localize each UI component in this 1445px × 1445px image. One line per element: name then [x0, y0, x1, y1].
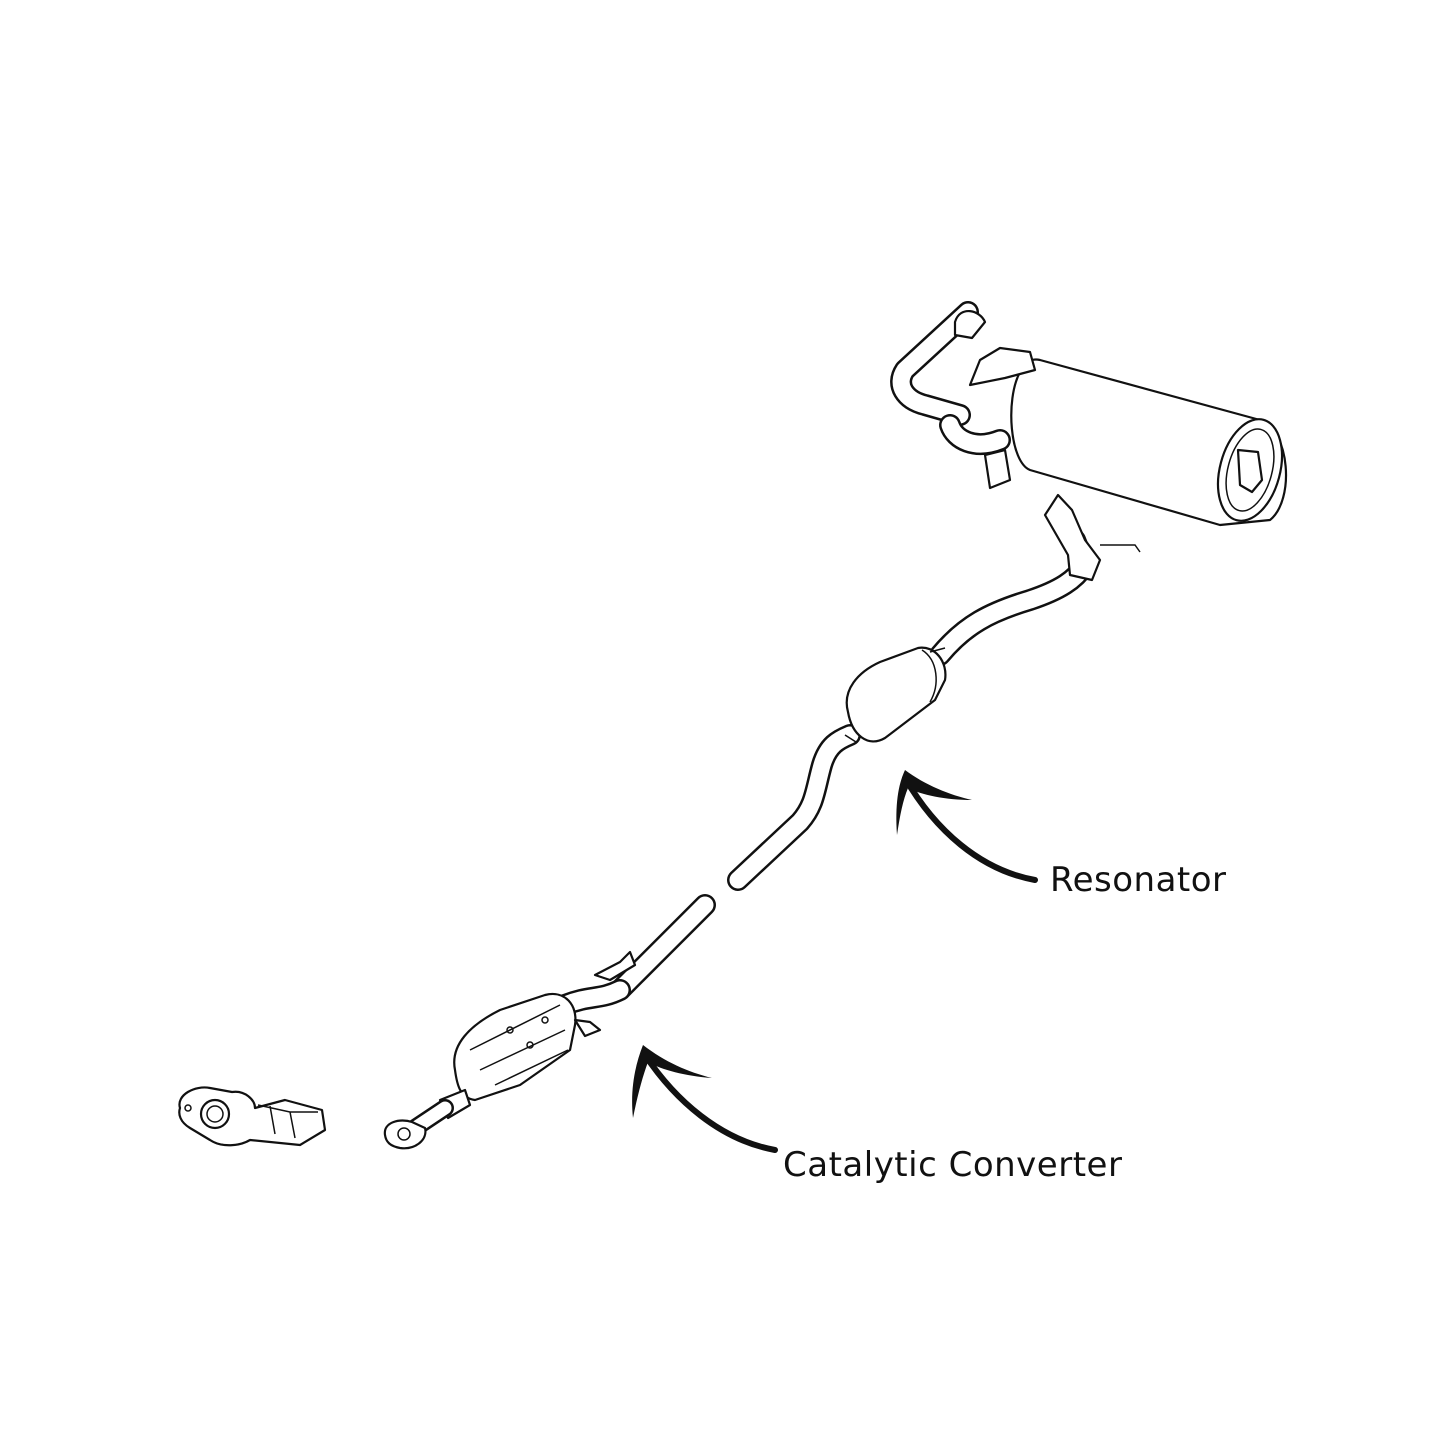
catalytic-converter-arrow: [632, 1045, 778, 1153]
front-pipe-part: [178, 1086, 327, 1147]
resonator-label: Resonator: [1050, 860, 1227, 900]
rear-flange: [1043, 493, 1141, 582]
catalytic-converter-label: Catalytic Converter: [783, 1145, 1123, 1185]
resonator-body: [844, 646, 947, 743]
muffler: [890, 301, 1288, 527]
mid-pipe: [554, 529, 1096, 1016]
resonator-arrow: [896, 770, 1038, 883]
catalytic-converter-body: [383, 950, 637, 1150]
